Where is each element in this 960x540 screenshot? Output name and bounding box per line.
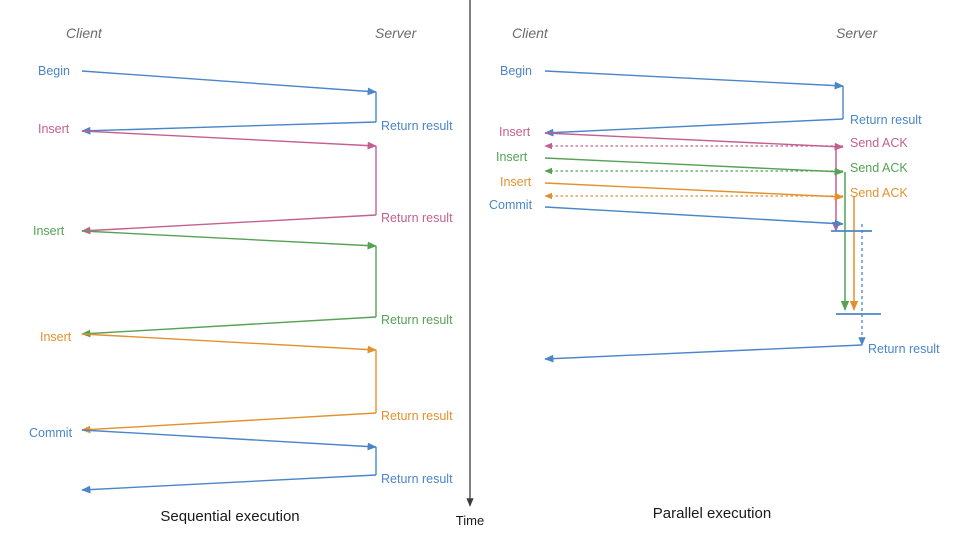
message-begin-return — [81, 121, 377, 135]
message-label-commit-return: Return result — [868, 342, 940, 356]
message-begin-request — [544, 70, 844, 90]
message-label-commit-request: Commit — [29, 426, 73, 440]
message-label-insert3-request: Insert — [500, 175, 532, 189]
message-commit-return — [81, 474, 377, 494]
message-insert1-request — [81, 130, 377, 150]
message-begin-request — [81, 70, 377, 96]
message-begin-return — [544, 118, 844, 137]
message-insert1-return — [81, 214, 377, 235]
message-commit-return — [544, 344, 863, 363]
message-label-ack1: Send ACK — [850, 136, 908, 150]
message-label-insert1-return: Return result — [381, 211, 453, 225]
message-label-begin-return: Return result — [850, 113, 922, 127]
lane-title-server: Server — [836, 25, 879, 41]
message-insert2-request — [544, 157, 844, 176]
message-insert1-request — [544, 132, 844, 151]
message-label-begin-return: Return result — [381, 119, 453, 133]
message-label-insert3-request: Insert — [40, 330, 72, 344]
panel-caption: Sequential execution — [160, 508, 299, 525]
lane-title-client: Client — [512, 25, 549, 41]
message-label-commit-request: Commit — [489, 198, 533, 212]
message-label-ack3: Send ACK — [850, 186, 908, 200]
message-insert3-request — [81, 333, 377, 354]
message-label-insert2-request: Insert — [33, 224, 65, 238]
message-label-insert1-request: Insert — [38, 122, 70, 136]
message-insert2-request — [81, 230, 377, 250]
message-label-commit-return: Return result — [381, 472, 453, 486]
time-axis-label: Time — [456, 513, 484, 528]
lane-title-server: Server — [375, 25, 418, 41]
message-insert3-request — [544, 182, 844, 201]
panel-caption: Parallel execution — [653, 505, 771, 522]
message-label-insert3-return: Return result — [381, 409, 453, 423]
message-insert2-return — [81, 316, 377, 338]
message-label-begin-request: Begin — [500, 64, 532, 78]
message-insert3-return — [81, 412, 377, 434]
message-commit-request — [81, 429, 377, 451]
message-label-begin-request: Begin — [38, 64, 70, 78]
message-label-insert1-request: Insert — [499, 125, 531, 139]
message-label-insert2-request: Insert — [496, 150, 528, 164]
message-label-insert2-return: Return result — [381, 313, 453, 327]
message-label-ack2: Send ACK — [850, 161, 908, 175]
message-commit-request — [544, 206, 844, 228]
lane-title-client: Client — [66, 25, 103, 41]
